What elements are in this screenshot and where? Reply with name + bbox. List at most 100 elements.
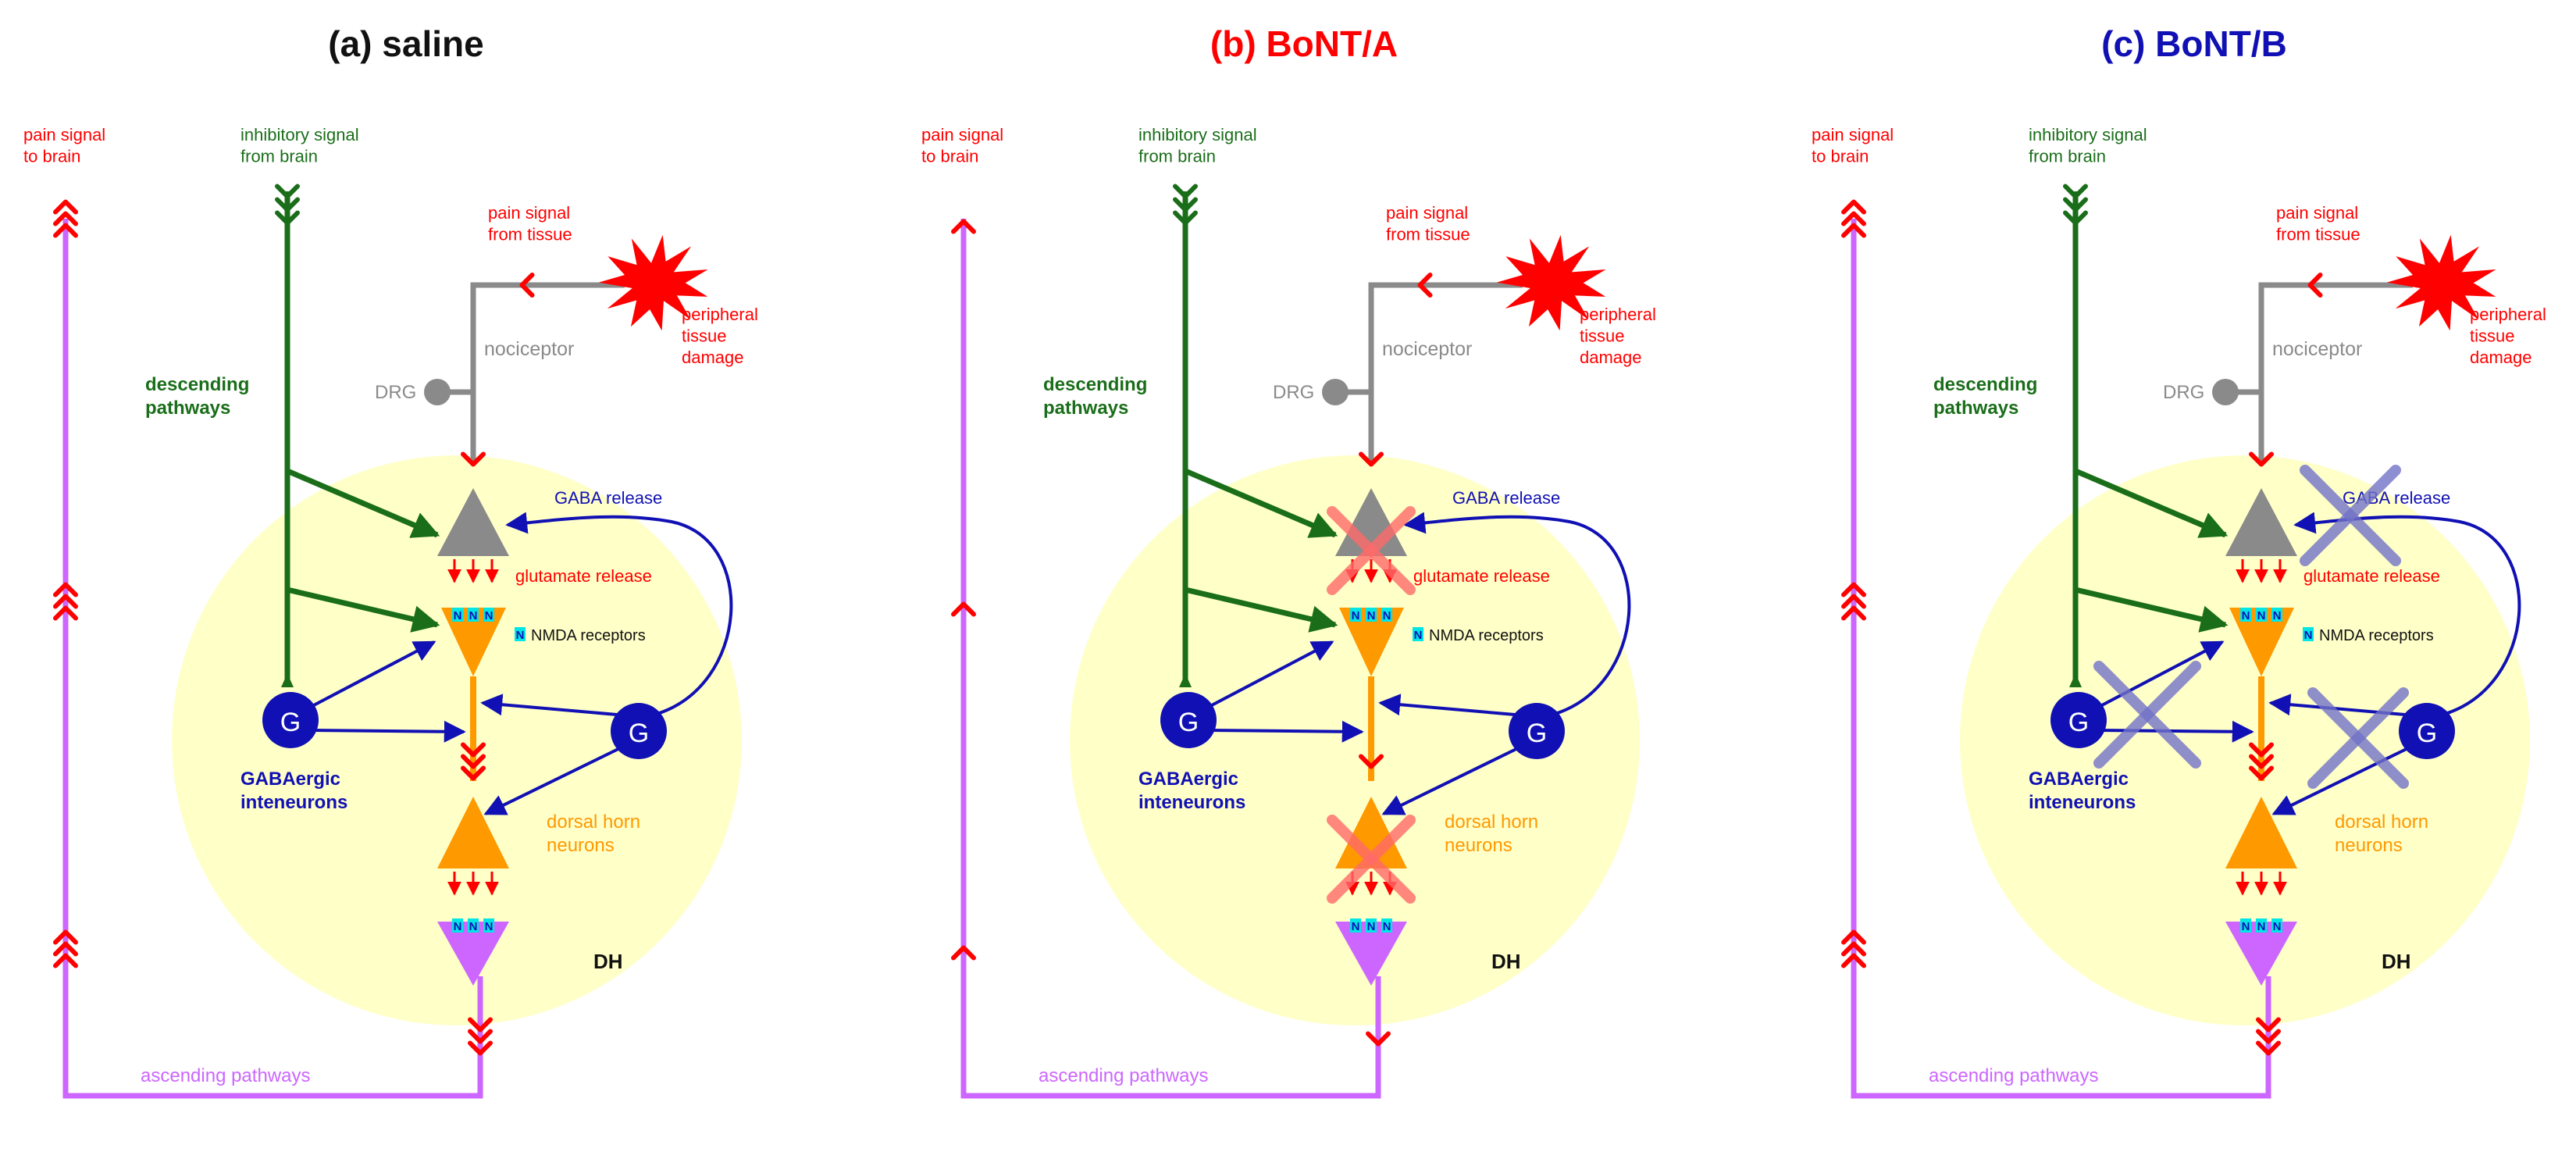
interneuron-g-letter: G	[280, 708, 301, 737]
dorsal-horn-signal-chevron	[2249, 765, 2274, 781]
gabaergic-interneuron-1	[262, 692, 319, 748]
nmda-receptor-box	[1366, 608, 1377, 622]
descending-to-dorsal-horn	[2075, 587, 2229, 633]
inhibitory-signal-chevron	[275, 184, 300, 199]
interneuron2-to-afferent-loop	[1403, 512, 1631, 716]
nmda-receptor-box	[452, 918, 463, 933]
ascending-signal-chevron	[53, 211, 78, 226]
nmda-receptor-box	[483, 608, 494, 622]
nmda-receptor-letter: N	[2257, 920, 2266, 933]
dh-label: DH	[1491, 950, 1521, 973]
ascending-signal-chevron	[53, 941, 78, 957]
nociceptor-label: nociceptor	[2272, 338, 2362, 360]
nmda-receptor-letter: N	[1352, 920, 1360, 933]
nociceptor-axon	[470, 282, 625, 465]
descending-to-dorsal-horn	[1185, 587, 1338, 633]
nmda-receptor-box	[1350, 918, 1361, 933]
ascending-signal-chevron	[1841, 211, 1866, 226]
ascending-signal-chevron	[53, 605, 78, 621]
nmda-receptor-box	[1366, 918, 1377, 933]
tissue-signal-chevron	[1417, 273, 1433, 298]
ascending-signal-chevron	[1841, 594, 1866, 609]
nmda-receptor-letter: N	[454, 609, 462, 622]
nmda-receptor-letter: N	[1383, 609, 1391, 622]
tissue-signal-chevron	[519, 273, 535, 298]
dh-label: DH	[2382, 950, 2411, 973]
bont-b-block-interneuron-1	[2093, 661, 2201, 769]
inhibitory-signal-chevron	[275, 197, 300, 212]
drg-cell-body	[424, 379, 451, 405]
ascending-pathway-line	[960, 219, 1381, 1099]
drg-label: DRG	[375, 382, 416, 403]
ascending-signal-chevron	[1841, 929, 1866, 945]
projection-neuron	[2225, 922, 2297, 986]
dorsal-horn-signal-chevron	[1359, 754, 1384, 769]
nmda-receptor-letter: N	[516, 629, 525, 642]
descending-to-primary-afferent	[1184, 468, 1338, 538]
tissue-damage-burst	[598, 234, 708, 331]
descending-terminal	[281, 673, 294, 687]
nociceptor-input-chevron	[1359, 451, 1384, 467]
nmda-receptor-letter: N	[469, 920, 478, 933]
nmda-receptor-box	[2240, 918, 2251, 933]
nociceptor-axon	[1368, 282, 1523, 465]
interneuron-g-letter: G	[1178, 708, 1199, 737]
nmda-receptor-box	[2256, 608, 2267, 622]
interneuron-g-letter: G	[2068, 708, 2089, 737]
nmda-receptor-letter: N	[1367, 609, 1376, 622]
nociceptor-input-chevron	[2249, 451, 2274, 467]
ascending-signal-chevron	[1841, 223, 1866, 238]
ascending-signal-chevron	[53, 929, 78, 945]
nmda-receptor-box	[468, 608, 479, 622]
tissue-signal-chevron	[2307, 273, 2323, 298]
bont-b-block-gaba-release	[2300, 465, 2401, 566]
nociceptor-label: nociceptor	[1382, 338, 1472, 360]
dorsal-horn-neuron-dendrite	[441, 608, 506, 676]
bont-b-block-interneuron-2	[2307, 687, 2409, 789]
nmda-receptor-letter: N	[1383, 920, 1391, 933]
nmda-receptor-box	[2271, 608, 2282, 622]
interneuron-g-letter: G	[1527, 719, 1547, 748]
drg-cell-body	[1322, 379, 1349, 405]
ascending-signal-chevron	[53, 582, 78, 597]
nmda-receptor-letter: N	[2242, 609, 2250, 622]
dorsal-horn-signal-chevron	[461, 754, 486, 769]
descending-terminal	[2069, 673, 2082, 687]
panel-title: (c) BoNT/B	[2101, 23, 2287, 64]
nmda-receptor-letter: N	[454, 920, 462, 933]
inhibitory-signal-chevron	[2063, 210, 2088, 226]
gabaergic-interneuron-2	[611, 703, 667, 759]
projection-output-chevron	[2256, 1017, 2281, 1033]
dorsal-horn-neuron-dendrite	[2229, 608, 2294, 676]
panel-title: (a) saline	[328, 23, 483, 64]
primary-afferent-terminal	[437, 488, 509, 556]
ascending-signal-chevron	[53, 953, 78, 968]
interneuron2-to-dh-body	[1381, 744, 1523, 815]
inhibitory-signal-chevron	[2063, 184, 2088, 199]
interneuron1-to-dh-axon	[1208, 720, 1364, 743]
dorsal-horn-signal-chevron	[2249, 754, 2274, 769]
drg-cell-body	[2212, 379, 2239, 405]
ascending-pathways-label: ascending pathways	[1039, 1065, 1208, 1086]
ascending-signal-chevron	[1841, 582, 1866, 597]
projection-output-chevron	[468, 1040, 493, 1056]
descending-to-primary-afferent	[2074, 468, 2229, 538]
nmda-receptor-box	[1413, 627, 1423, 641]
nmda-receptor-letter: N	[2242, 920, 2250, 933]
